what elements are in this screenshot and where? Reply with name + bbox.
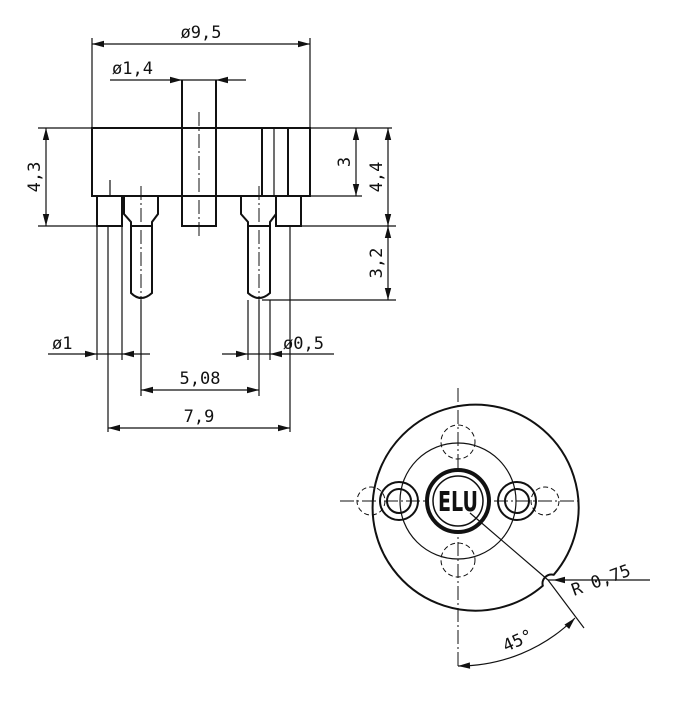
- right-pin-hole: [504, 488, 530, 514]
- dim-pin-spacing: 5,08: [180, 369, 221, 389]
- dim-pin-length: 3,2: [367, 248, 387, 279]
- left-pin-hole: [386, 488, 412, 514]
- socket-outline: [371, 403, 580, 612]
- elu-logo: ELU: [438, 485, 478, 518]
- angle-arc: [457, 617, 576, 667]
- dim-total-height: 4,4: [367, 162, 387, 193]
- top-view: ELU R 0,75 45°: [340, 388, 650, 670]
- dim-body-height: 4,3: [25, 162, 45, 193]
- socket-body: [91, 127, 311, 197]
- notch-axis: [469, 512, 549, 581]
- side-view: ø9,5 ø1,4 4,3 3 4,4 3,2: [25, 23, 396, 432]
- hidden-hole-left: [356, 486, 386, 516]
- dim-notch-radius: R 0,75: [569, 561, 634, 601]
- dim-collar-height: 3: [335, 157, 355, 167]
- logo-inner-ring: [432, 475, 484, 527]
- right-pin-pad: [497, 481, 537, 521]
- dim-overall-diameter: ø9,5: [181, 23, 222, 43]
- inner-ring: [399, 442, 517, 560]
- right-collar: [275, 195, 302, 227]
- dim-angle: 45°: [500, 626, 536, 657]
- left-pin-pad: [379, 481, 419, 521]
- hidden-hole-right: [530, 486, 560, 516]
- dim-center-hole-diameter: ø1,4: [112, 59, 153, 79]
- hidden-hole-top: [440, 424, 476, 460]
- dim-outer-spacing: 7,9: [184, 407, 215, 427]
- hidden-hole-bottom: [440, 542, 476, 578]
- dim-collar-diameter: ø1: [52, 334, 72, 354]
- dim-pin-diameter: ø0,5: [283, 334, 324, 354]
- left-collar: [96, 195, 123, 227]
- angle-extension: [547, 579, 585, 629]
